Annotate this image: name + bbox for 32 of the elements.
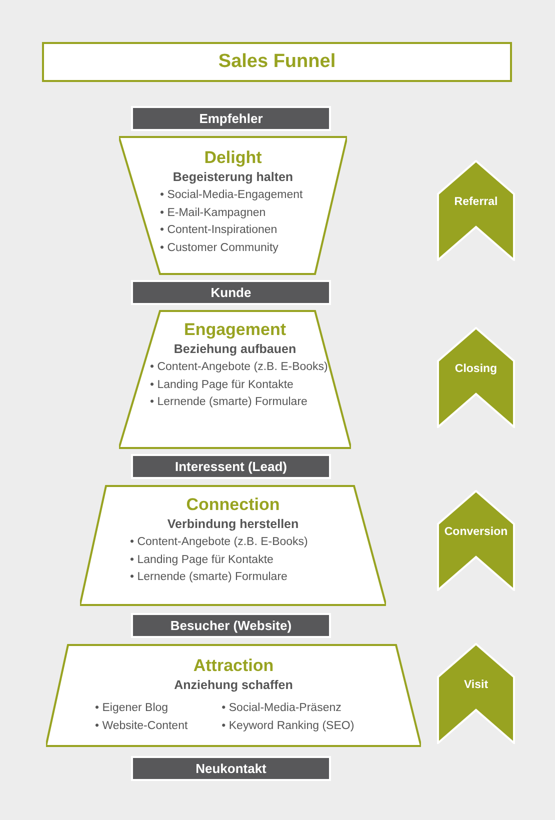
stage-heading: Connection (186, 495, 280, 515)
bullet-item: • E-Mail-Kampagnen (160, 206, 267, 220)
stage-subheading: Anziehung schaffen (174, 677, 293, 694)
stage-bar: Interessent (Lead) (131, 454, 331, 479)
bullet-item: • Landing Page für Kontakte (130, 552, 274, 568)
stage-subheading: Beziehung aufbauen (174, 341, 296, 358)
stage-bar: Besucher (Website) (131, 613, 331, 638)
bullet-item: • Content-Angebote (z.B. E-Books) (130, 535, 309, 550)
bullet-item: • Landing Page für Kontakte (150, 378, 294, 392)
bullet-item: • Keyword Ranking (SEO) (222, 718, 356, 734)
bullet-item: • Content-Angebote (z.B. E-Books) (150, 360, 329, 375)
chevron-label: Referral (453, 196, 499, 208)
chevron-label: Closing (454, 363, 498, 375)
stage-heading: Engagement (184, 320, 286, 340)
stage-bar: Empfehler (131, 106, 331, 131)
bullet-item: • Lernende (smarte) Formulare (150, 395, 308, 410)
bullet-item: • Customer Community (160, 240, 280, 256)
bullet-item: • Social-Media-Präsenz (222, 701, 342, 716)
bullet-item: • Social-Media-Engagement (160, 188, 304, 203)
chevron-label: Visit (462, 679, 490, 691)
bullet-item: • Website-Content (95, 718, 189, 734)
stage-bar: Kunde (131, 280, 331, 305)
stage-subheading: Begeisterung halten (172, 169, 294, 186)
stage-heading: Attraction (193, 656, 274, 676)
chevron-label: Conversion (443, 526, 509, 538)
bullet-item: • Lernende (smarte) Formulare (130, 570, 288, 585)
title-box: Sales Funnel (42, 42, 512, 82)
stage-bar: Neukontakt (131, 756, 331, 781)
bullet-item: • Eigener Blog (95, 701, 170, 716)
stage-heading: Delight (204, 148, 262, 168)
bullet-item: • Content-Inspirationen (160, 223, 278, 238)
stage-subheading: Verbindung herstellen (167, 516, 299, 533)
